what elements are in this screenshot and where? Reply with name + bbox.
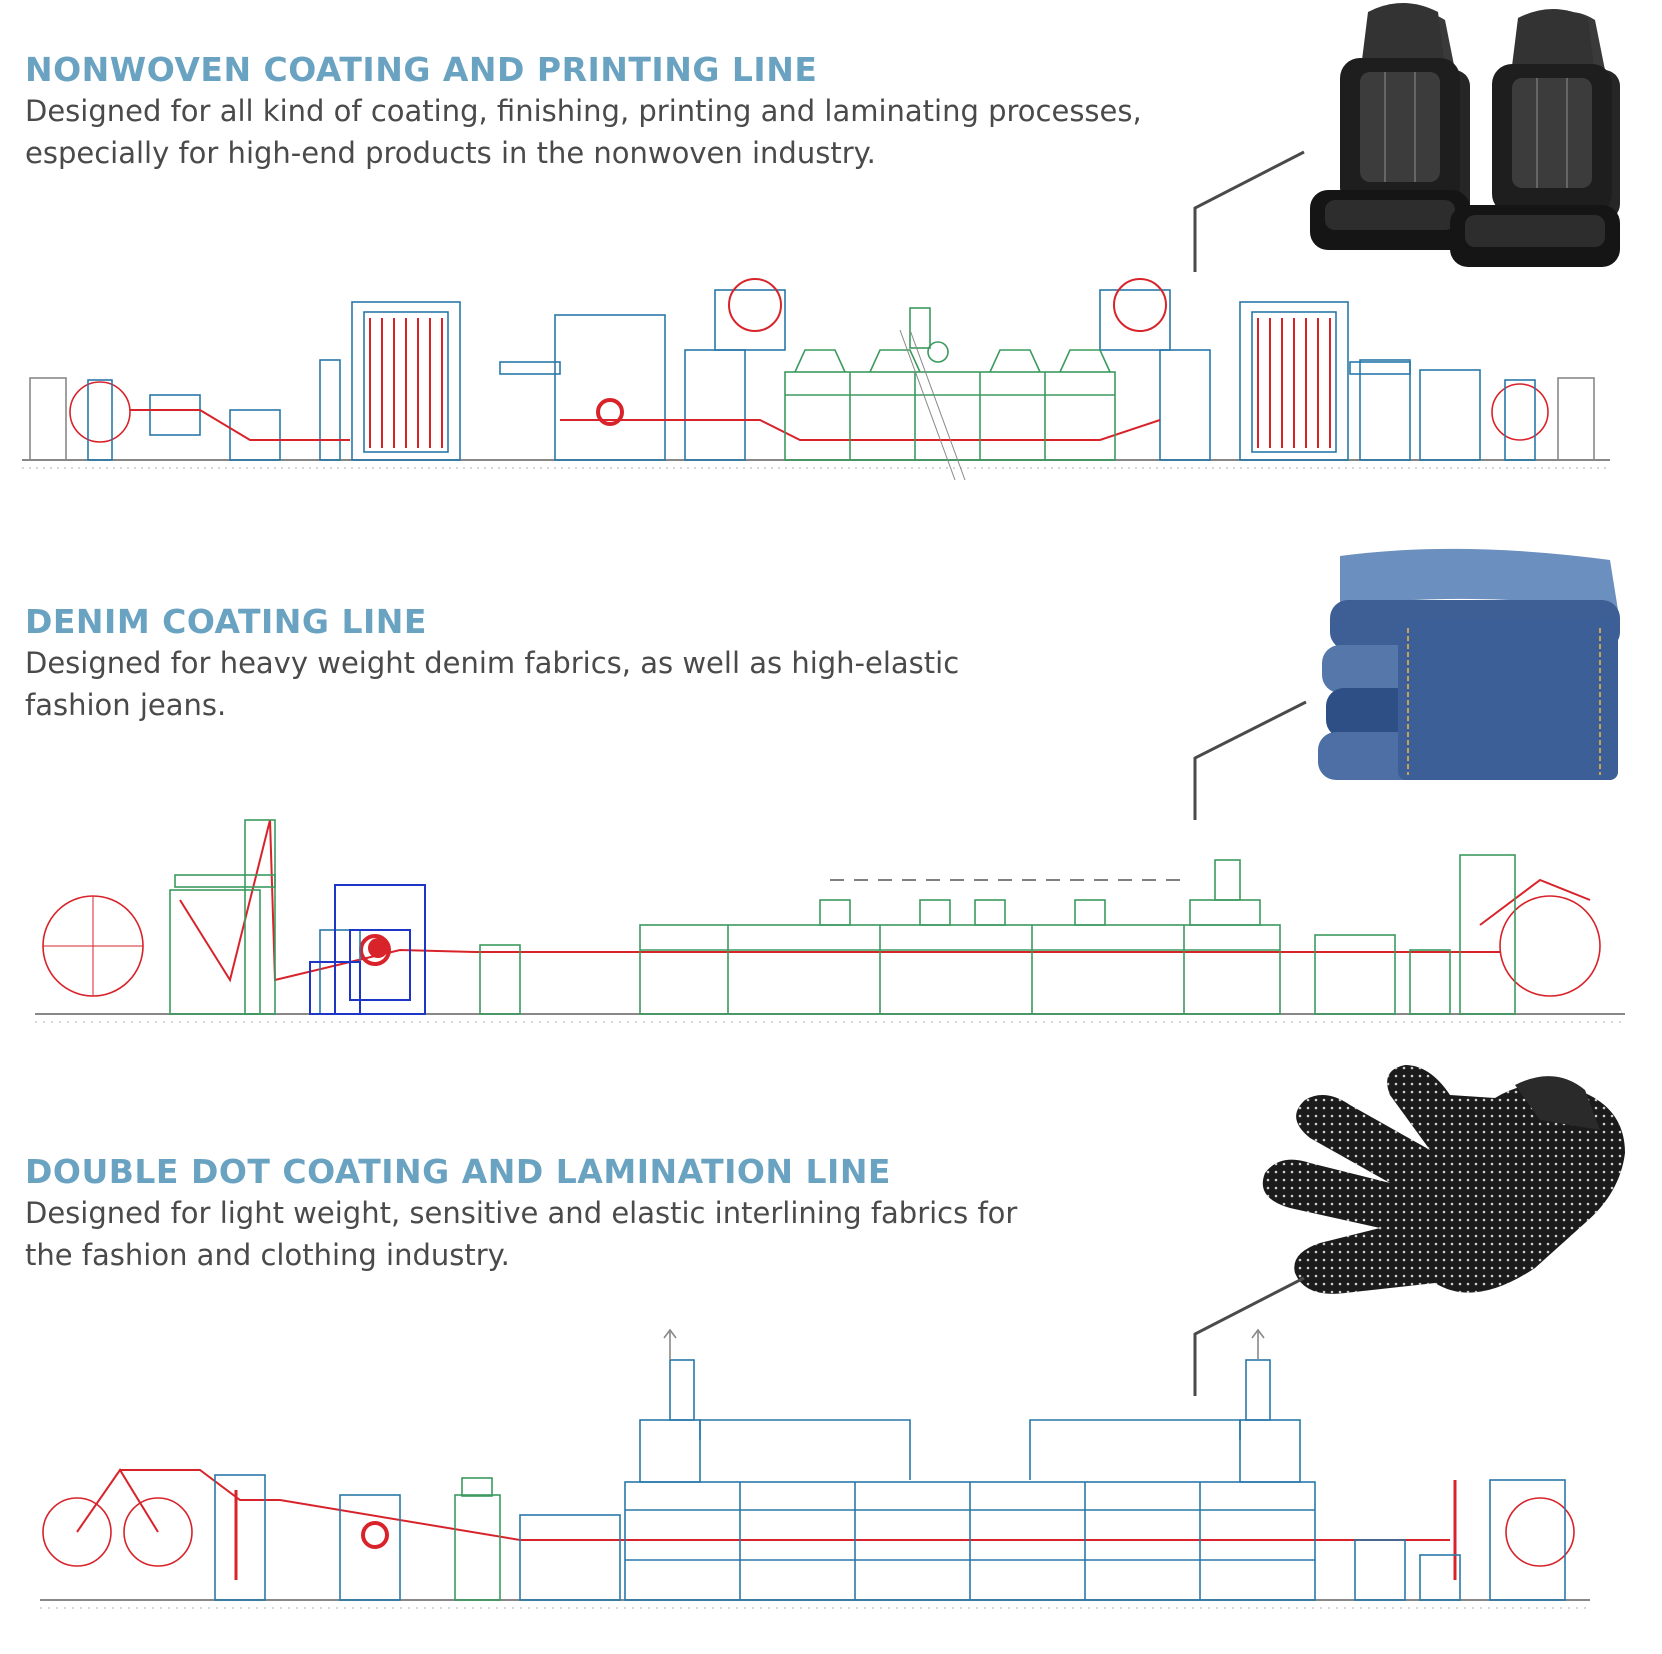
description-line: Designed for heavy weight denim fabrics,… <box>25 646 960 680</box>
description-line: the fashion and clothing industry. <box>25 1238 510 1272</box>
callout-line <box>1193 1276 1305 1396</box>
section-description: Designed for all kind of coating, finish… <box>25 90 1142 174</box>
description-line: fashion jeans. <box>25 688 227 722</box>
section-denim: DENIM COATING LINE Designed for heavy we… <box>25 548 1625 1023</box>
section-description: Designed for light weight, sensitive and… <box>25 1192 1017 1276</box>
denim-line-diagram <box>35 819 1625 1023</box>
car-seat-image <box>1193 3 1620 272</box>
description-line: Designed for light weight, sensitive and… <box>25 1196 1018 1230</box>
section-title: DOUBLE DOT COATING AND LAMINATION LINE <box>25 1152 891 1191</box>
denim-jeans-image <box>1193 548 1620 820</box>
section-title: DENIM COATING LINE <box>25 602 427 641</box>
callout-line <box>1193 150 1305 272</box>
section-title: NONWOVEN COATING AND PRINTING LINE <box>25 50 818 89</box>
callout-line <box>1193 700 1307 820</box>
description-line: Designed for all kind of coating, finish… <box>25 94 1142 128</box>
description-line: especially for high-end products in the … <box>25 136 876 170</box>
nonwoven-line-diagram <box>22 278 1610 481</box>
section-description: Designed for heavy weight denim fabrics,… <box>25 642 959 726</box>
section-nonwoven: NONWOVEN COATING AND PRINTING LINE Desig… <box>0 0 1662 481</box>
